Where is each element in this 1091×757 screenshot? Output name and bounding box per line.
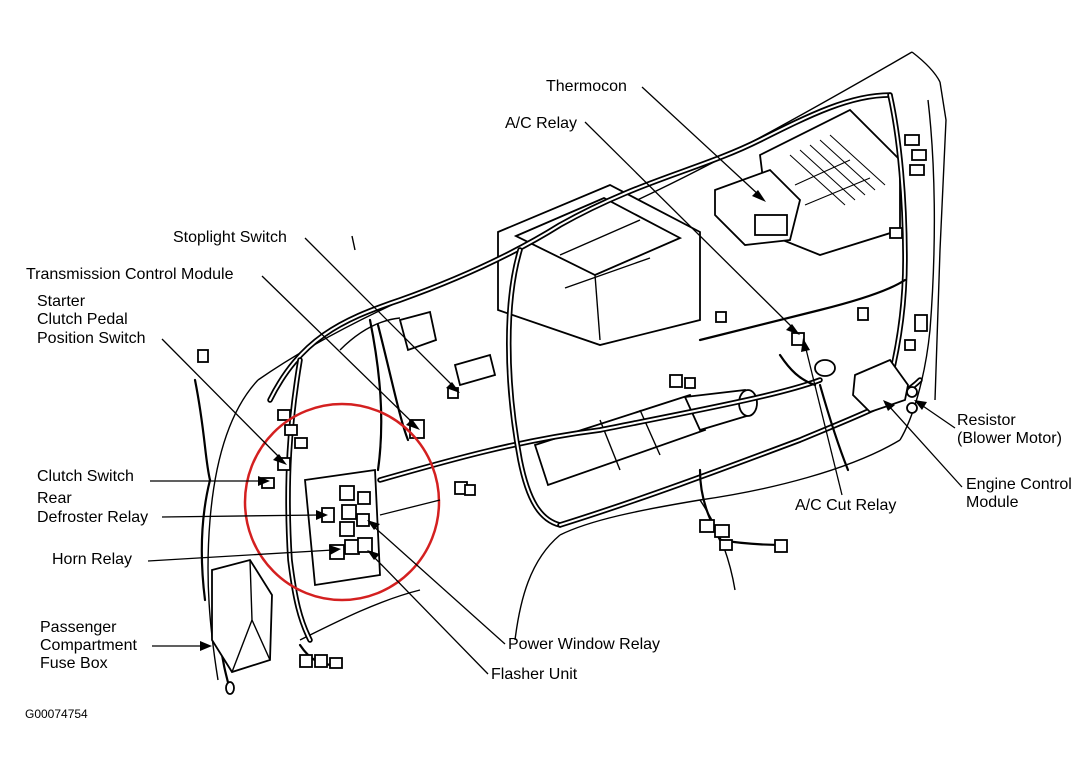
label-resistor-line1: Resistor [957, 412, 1016, 429]
label-starter-line2: Clutch Pedal [37, 311, 128, 328]
label-flasher-unit: Flasher Unit [491, 666, 578, 683]
label-stoplight-switch: Stoplight Switch [173, 229, 287, 246]
label-rear-defroster-line2: Defroster Relay [37, 509, 148, 526]
label-starter-line1: Starter [37, 293, 86, 310]
label-rear-defroster-line1: Rear [37, 490, 72, 507]
label-resistor-line2: (Blower Motor) [957, 430, 1062, 447]
label-power-window-relay: Power Window Relay [508, 636, 660, 653]
highlight-circle [243, 402, 441, 602]
label-ecm-line2: Module [966, 494, 1019, 511]
hvac-unit [497, 108, 901, 346]
connectors [197, 134, 928, 695]
label-ac-relay: A/C Relay [505, 115, 577, 132]
label-ac-cut-relay: A/C Cut Relay [795, 497, 896, 514]
label-passenger-line3: Fuse Box [40, 655, 108, 672]
label-starter-line3: Position Switch [37, 330, 146, 347]
label-transmission-control-module: Transmission Control Module [26, 266, 234, 283]
labels: Thermocon A/C Relay Stoplight Switch Tra… [25, 78, 1072, 721]
passenger-fuse-box-part [211, 558, 273, 674]
label-thermocon: Thermocon [546, 78, 627, 95]
relay-cluster [304, 468, 381, 587]
label-clutch-switch: Clutch Switch [37, 468, 134, 485]
label-passenger-line2: Compartment [40, 637, 137, 654]
leader-lines [147, 86, 963, 675]
label-passenger-line1: Passenger [40, 619, 117, 636]
label-horn-relay: Horn Relay [52, 551, 132, 568]
diagram-code: G00074754 [25, 707, 88, 721]
label-ecm-line1: Engine Control [966, 476, 1072, 493]
main-harness [193, 92, 923, 692]
